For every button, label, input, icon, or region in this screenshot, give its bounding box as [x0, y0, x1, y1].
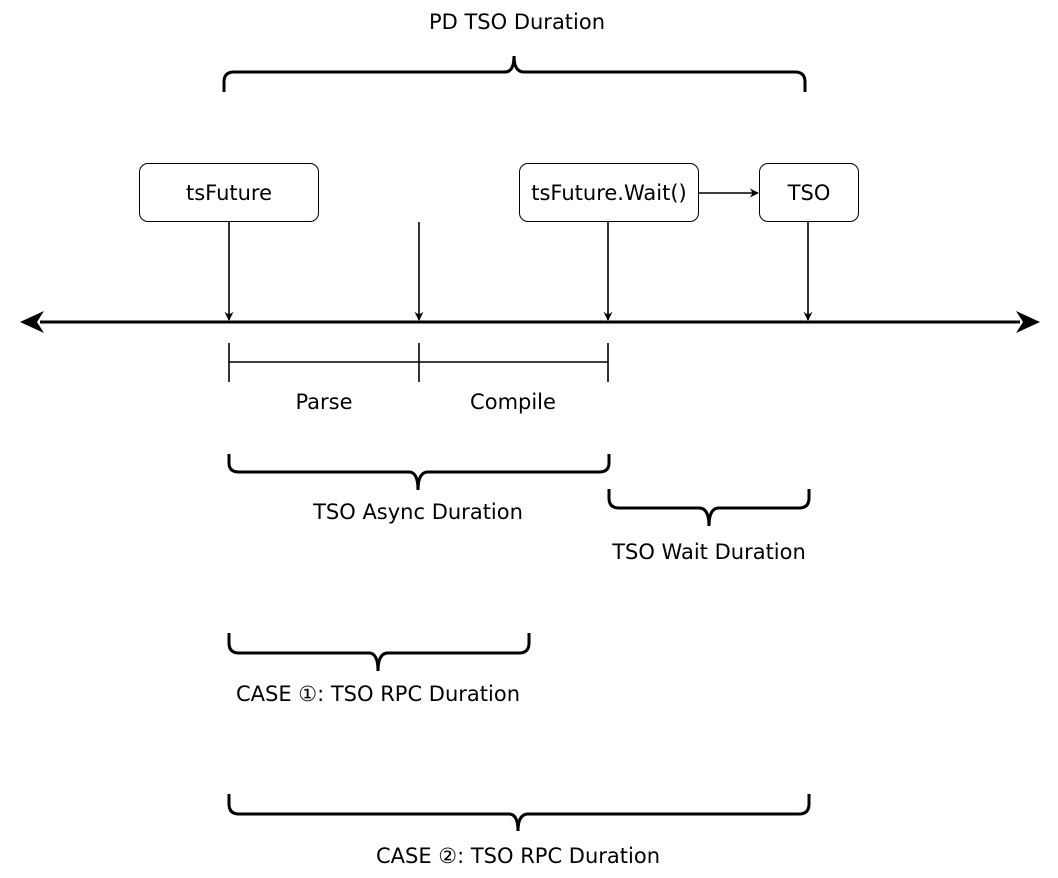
tsfuture-wait-box: tsFuture.Wait() [519, 163, 699, 222]
tsfuture-box: tsFuture [139, 163, 319, 222]
case2-rpc-duration-label: CASE ②: TSO RPC Duration [375, 844, 661, 868]
tso-wait-duration-brace [607, 489, 811, 527]
tso-async-duration-label: TSO Async Duration [313, 500, 523, 524]
timeline-right-arrowhead [1016, 311, 1040, 333]
compile-label: Compile [470, 390, 556, 414]
pd-tso-duration-brace [222, 55, 807, 92]
tso-box: TSO [759, 163, 859, 222]
interval-bar [228, 343, 609, 382]
case1-rpc-duration-brace [227, 633, 531, 672]
parse-label: Parse [295, 390, 353, 414]
tso-wait-duration-label: TSO Wait Duration [612, 540, 806, 564]
pd-tso-duration-label: PD TSO Duration [428, 10, 606, 34]
case2-rpc-duration-brace [227, 794, 811, 832]
case1-rpc-duration-label: CASE ①: TSO RPC Duration [235, 682, 521, 706]
timeline-left-arrowhead [20, 311, 44, 333]
tso-async-duration-brace [227, 454, 611, 491]
